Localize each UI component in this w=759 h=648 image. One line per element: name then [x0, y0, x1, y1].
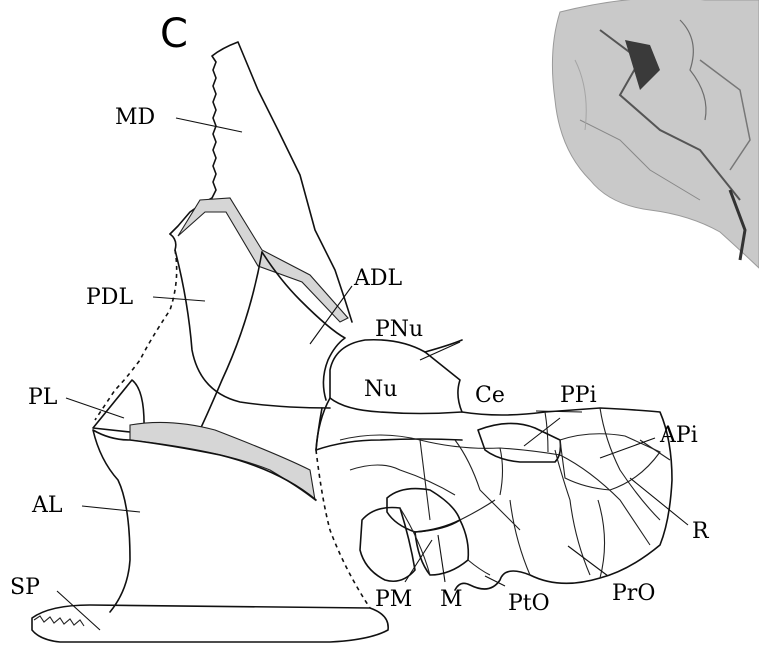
label-m: M: [440, 587, 463, 612]
fossil-photo: [552, 0, 759, 268]
pto-plate-outline: [415, 520, 468, 575]
label-al: AL: [31, 493, 63, 518]
adl-groove: [178, 198, 348, 322]
label-leaders: [57, 118, 688, 630]
label-sp: SP: [10, 575, 40, 600]
label-pro: PrO: [612, 581, 655, 606]
pdl-adl-suture: [195, 252, 262, 440]
label-md: MD: [115, 105, 155, 130]
label-ppi: PPi: [560, 383, 597, 408]
label-pdl: PDL: [86, 285, 133, 310]
label-pl: PL: [28, 385, 58, 410]
label-nu: Nu: [364, 377, 397, 402]
label-pnu: PNu: [375, 317, 423, 342]
skull-roof-outline: [425, 340, 672, 590]
label-api: APi: [659, 423, 698, 448]
label-pto: PtO: [508, 591, 550, 616]
label-r: R: [692, 519, 710, 544]
panel-letter: C: [160, 11, 188, 57]
al-groove: [130, 422, 315, 500]
pdl-plate-outline: [170, 234, 330, 408]
md-plate-outline: [170, 42, 352, 322]
label-adl: ADL: [353, 266, 403, 291]
sp-plate-outline: [32, 605, 388, 642]
label-ce: Ce: [475, 383, 505, 408]
label-pm: PM: [375, 587, 412, 612]
posterior-skull-outline: [316, 398, 462, 450]
sp-serration: [34, 616, 84, 626]
skull-sutures: [340, 408, 670, 578]
pdl-dashed-margin: [95, 250, 177, 420]
